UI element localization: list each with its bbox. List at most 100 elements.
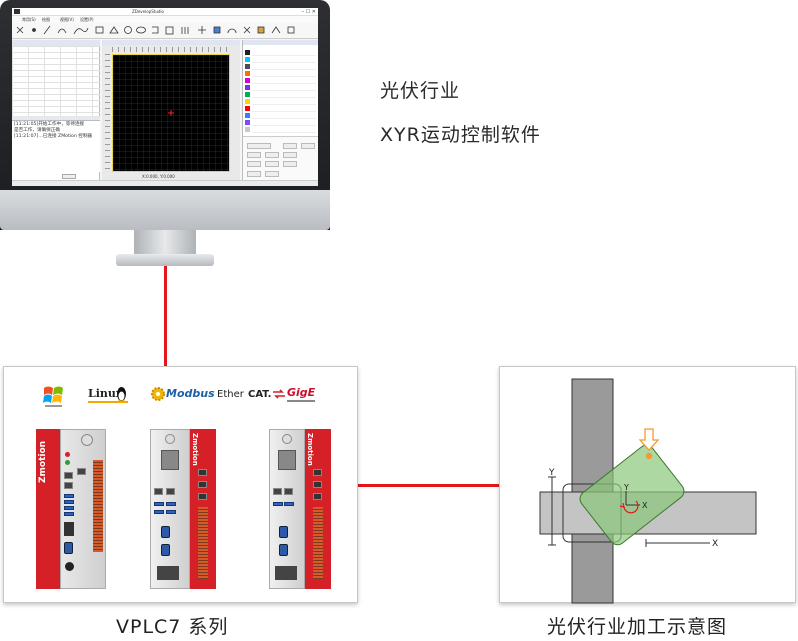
layer-color-swatch[interactable] (245, 57, 250, 62)
monitor-stand-neck (134, 230, 196, 256)
heading-industry: 光伏行业 (380, 80, 461, 102)
canvas-tab[interactable] (102, 40, 240, 45)
y-label-center: Y (623, 483, 629, 492)
layer-row[interactable] (252, 106, 316, 112)
device-brand-label: Zmotion (306, 433, 314, 466)
control-button[interactable] (301, 143, 315, 149)
layer-color-swatch[interactable] (245, 50, 250, 55)
software-statusbar (12, 180, 318, 186)
power-button-icon (282, 434, 292, 444)
rotation-arrowhead-icon (619, 502, 625, 508)
software-toolbar (12, 23, 318, 39)
serial-port (161, 526, 170, 538)
layer-color-swatch[interactable] (245, 120, 250, 125)
layer-color-swatch[interactable] (245, 99, 250, 104)
ethernet-port (313, 493, 322, 500)
ethernet-port (313, 481, 322, 488)
device-front-panel (269, 429, 305, 589)
layer-color-swatch[interactable] (245, 78, 250, 83)
output-log: [11:21:05]开始工作中，等待连接 是否工作，请确保正确 [11:21:0… (12, 120, 100, 172)
window-controls-icon[interactable]: – ☐ ✕ (301, 9, 316, 15)
menu-item[interactable]: 视图(V) (60, 17, 74, 22)
io-terminal-block (93, 460, 103, 552)
process-caption: 光伏行业加工示意图 (547, 616, 728, 638)
toolbar-icons[interactable] (14, 24, 314, 38)
control-button[interactable] (265, 152, 279, 158)
layer-color-swatch[interactable] (245, 64, 250, 69)
menu-item[interactable]: 常用(S) (22, 17, 36, 22)
ethernet-port (77, 468, 86, 475)
control-button[interactable] (265, 171, 279, 177)
gige-logo: GigE (287, 386, 327, 406)
layer-row[interactable] (252, 71, 316, 77)
ethernet-port (198, 469, 207, 476)
layer-row[interactable] (252, 50, 316, 56)
control-button[interactable] (247, 152, 261, 158)
usb-port (166, 510, 176, 514)
connection-line-horizontal (358, 484, 499, 487)
device-brand-label: Zmotion (191, 433, 199, 466)
control-button[interactable] (283, 143, 297, 149)
power-connector (275, 566, 297, 580)
device-front-panel (150, 429, 190, 589)
device-red-side: Zmotion (305, 429, 331, 589)
usb-port (273, 502, 283, 506)
ethernet-port (198, 481, 207, 488)
layer-row[interactable] (252, 64, 316, 70)
io-terminal-block (313, 507, 323, 579)
serial-port (279, 544, 288, 556)
menu-item[interactable]: 设置(P) (80, 17, 94, 22)
layer-row[interactable] (252, 120, 316, 126)
control-button[interactable] (247, 171, 261, 177)
layer-row[interactable] (252, 99, 316, 105)
control-button[interactable] (283, 161, 297, 167)
gige-underline (287, 400, 315, 402)
usb-port (64, 506, 74, 510)
control-button[interactable] (283, 152, 297, 158)
layer-color-swatch[interactable] (245, 71, 250, 76)
linux-underline (88, 401, 128, 403)
software-screen: ZDevelopStudio – ☐ ✕ 常用(S) 绘图 视图(V) 设置(P… (12, 8, 318, 186)
layer-color-swatch[interactable] (245, 127, 250, 132)
ethernet-port (313, 469, 322, 476)
left-panel-header (12, 40, 100, 46)
software-menubar: 常用(S) 绘图 视图(V) 设置(P) (12, 16, 318, 23)
layer-color-swatch[interactable] (245, 106, 250, 111)
layer-row[interactable] (252, 57, 316, 63)
data-grid[interactable] (12, 46, 100, 116)
layer-color-swatch[interactable] (245, 92, 250, 97)
vplc-device-3: Zmotion (269, 429, 335, 591)
layer-row[interactable] (252, 78, 316, 84)
canvas-origin-crosshair (168, 110, 174, 116)
canvas-area: X:0.000, Y:0.000 (102, 40, 240, 180)
power-button-icon (165, 434, 175, 444)
menu-item[interactable]: 绘图 (42, 17, 50, 22)
ethercat-logo-text-a: Ether (217, 389, 244, 400)
layer-color-swatch[interactable] (245, 85, 250, 90)
software-right-panel (242, 40, 318, 180)
control-button[interactable] (247, 161, 261, 167)
layer-row[interactable] (252, 127, 316, 133)
log-line: [11:21:05]开始工作中，等待连接 (14, 122, 85, 127)
ethercat-arrows-icon (273, 389, 285, 399)
drawing-canvas[interactable] (112, 54, 230, 172)
layer-row[interactable] (252, 85, 316, 91)
control-input[interactable] (247, 143, 271, 149)
layer-row[interactable] (252, 113, 316, 119)
usb-port (154, 510, 164, 514)
connection-line-vertical (164, 266, 167, 367)
panel-tabs[interactable] (12, 116, 100, 120)
linux-logo: Linux (88, 385, 128, 405)
layer-row[interactable] (252, 92, 316, 98)
ethernet-port (273, 488, 282, 495)
log-button[interactable] (62, 174, 76, 179)
control-panel (243, 136, 318, 180)
device-red-side: Zmotion (190, 429, 216, 589)
control-button[interactable] (265, 161, 279, 167)
layer-color-swatch[interactable] (245, 113, 250, 118)
io-terminal-block (198, 507, 208, 579)
usb-port (64, 512, 74, 516)
app-logo-icon (14, 9, 20, 14)
products-panel: Linux Modbus Ether CAT. GigE Zmotion (3, 366, 358, 603)
modbus-logo: Modbus (150, 385, 215, 405)
